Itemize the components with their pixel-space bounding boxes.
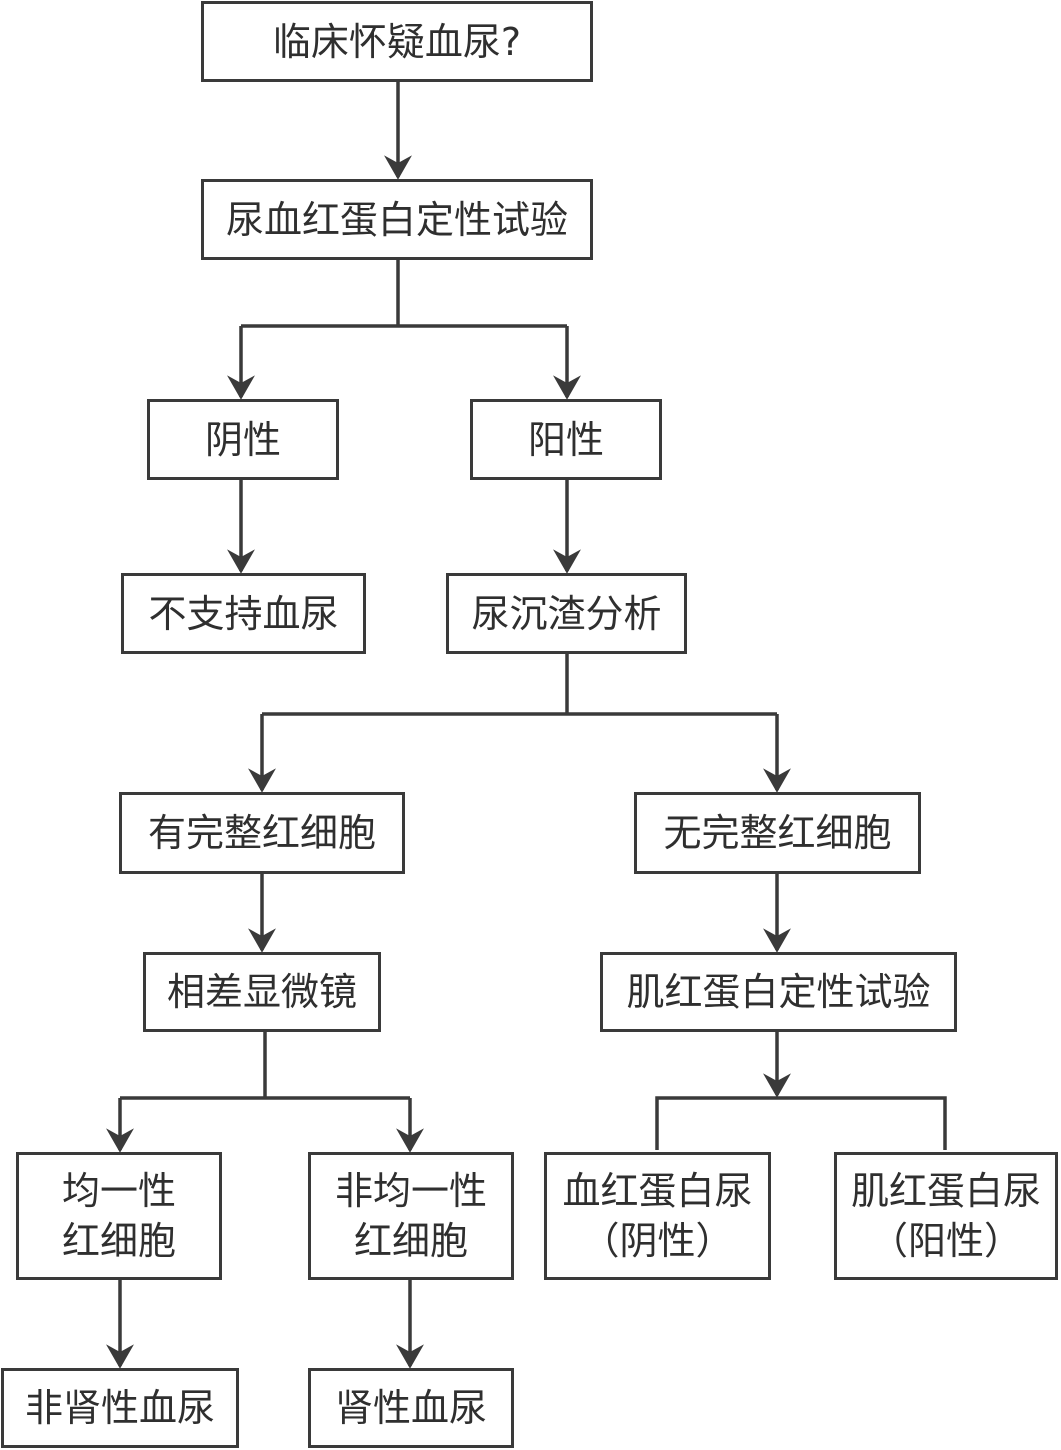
node-hemoglobinuria-line-1: 血红蛋白尿 (562, 1169, 753, 1213)
node-sediment-analysis-label: 尿沉渣分析 (471, 591, 662, 636)
node-phase-contrast-microscope: 相差显微镜 (143, 952, 381, 1032)
node-clinical-suspicion-label: 临床怀疑血尿? (272, 19, 522, 64)
node-nonrenal-hematuria-label: 非肾性血尿 (24, 1386, 215, 1430)
node-sediment-analysis: 尿沉渣分析 (446, 573, 687, 654)
node-uniform-rbc-line-2: 红细胞 (61, 1219, 176, 1263)
node-renal-hematuria: 肾性血尿 (308, 1368, 514, 1448)
node-myoglobin-test: 肌红蛋白定性试验 (600, 952, 957, 1032)
connector-hb-test-split (241, 260, 567, 328)
connector-phase-contrast-split (120, 1032, 410, 1100)
node-urine-hemoglobin-test-label: 尿血红蛋白定性试验 (225, 197, 568, 242)
node-myoglobinuria-line-1: 肌红蛋白尿 (850, 1169, 1041, 1213)
node-negative-label: 阴性 (204, 417, 281, 462)
node-uniform-rbc: 均一性 红细胞 (16, 1152, 222, 1280)
node-clinical-suspicion: 临床怀疑血尿? (201, 1, 593, 82)
node-hemoglobinuria: 血红蛋白尿 （阴性） (544, 1152, 771, 1280)
node-myoglobin-test-label: 肌红蛋白定性试验 (626, 970, 931, 1014)
node-uniform-rbc-line-1: 均一性 (61, 1169, 176, 1213)
node-nonuniform-rbc-line-2: 红细胞 (353, 1219, 468, 1263)
node-renal-hematuria-label: 肾性血尿 (334, 1386, 487, 1430)
node-not-hematuria: 不支持血尿 (121, 573, 366, 654)
node-no-intact-rbc: 无完整红细胞 (634, 792, 921, 874)
node-nonuniform-rbc-line-1: 非均一性 (334, 1169, 487, 1213)
node-positive-label: 阳性 (527, 417, 604, 462)
node-negative: 阴性 (147, 399, 339, 480)
node-no-intact-rbc-label: 无完整红细胞 (663, 811, 892, 855)
node-positive: 阳性 (470, 399, 662, 480)
connector-sediment-split (262, 654, 777, 716)
connector-myoglobin-test-split (655, 1096, 947, 1150)
node-intact-rbc: 有完整红细胞 (119, 792, 405, 874)
node-urine-hemoglobin-test: 尿血红蛋白定性试验 (201, 179, 593, 260)
node-nonrenal-hematuria: 非肾性血尿 (1, 1368, 239, 1448)
node-nonuniform-rbc: 非均一性 红细胞 (308, 1152, 514, 1280)
node-phase-contrast-microscope-label: 相差显微镜 (166, 970, 357, 1014)
node-myoglobinuria-line-2: （阳性） (869, 1219, 1022, 1263)
node-hemoglobinuria-line-2: （阴性） (581, 1219, 734, 1263)
node-myoglobinuria: 肌红蛋白尿 （阳性） (834, 1152, 1058, 1280)
node-not-hematuria-label: 不支持血尿 (148, 591, 339, 636)
node-intact-rbc-label: 有完整红细胞 (147, 811, 376, 855)
